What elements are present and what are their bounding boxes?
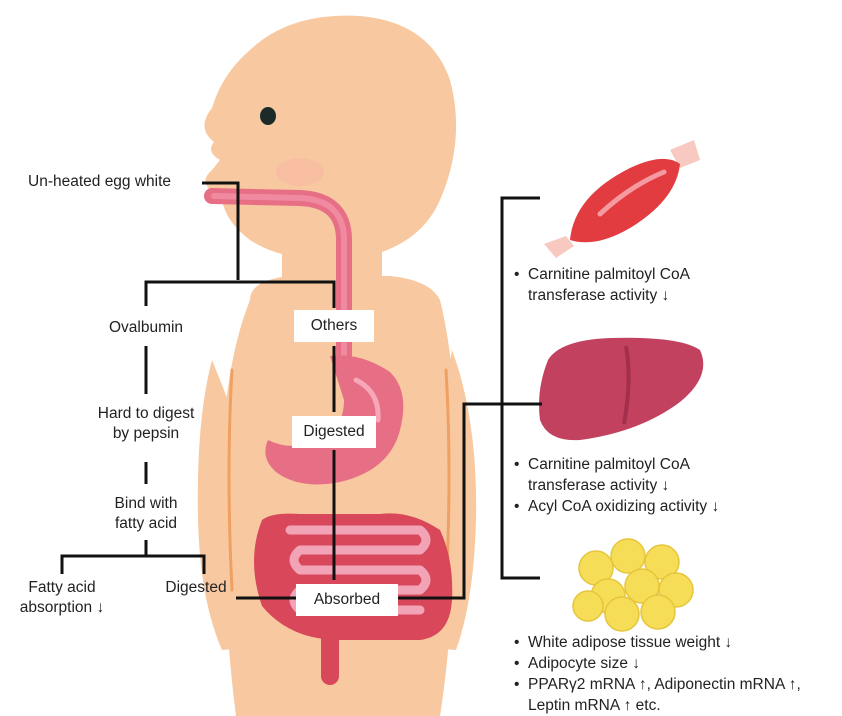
bullet: • xyxy=(514,632,528,653)
muscle-effect-1-cont: transferase activity ↓ xyxy=(514,285,690,306)
liver-illustration xyxy=(539,338,703,440)
ovalbumin-label: Ovalbumin xyxy=(86,318,206,338)
bind-line2: fatty acid xyxy=(80,514,212,534)
fatty-acid-line1: Fatty acid xyxy=(2,578,122,598)
adipose-effect-1-text: White adipose tissue weight ↓ xyxy=(528,634,732,651)
head xyxy=(204,16,456,260)
bullet: • xyxy=(514,496,528,517)
muscle-illustration xyxy=(544,140,700,258)
hard-to-digest-line2: by pepsin xyxy=(70,424,222,444)
adipose-effect-3: •PPARγ2 mRNA ↑, Adiponectin mRNA ↑, xyxy=(514,674,801,695)
adipose-effect-2-text: Adipocyte size ↓ xyxy=(528,655,640,672)
cheek xyxy=(276,158,324,186)
adipose-effect-2: •Adipocyte size ↓ xyxy=(514,653,801,674)
liver-effect-2: •Acyl CoA oxidizing activity ↓ xyxy=(514,496,719,517)
adipose-effect-1: •White adipose tissue weight ↓ xyxy=(514,632,801,653)
liver-effect-2-text: Acyl CoA oxidizing activity ↓ xyxy=(528,498,719,515)
bind-fatty-acid-label: Bind with fatty acid xyxy=(80,494,212,534)
adipose-illustration xyxy=(573,539,693,631)
fat-cell xyxy=(573,591,603,621)
liver-effect-1: •Carnitine palmitoyl CoA xyxy=(514,454,719,475)
liver-effect-1-text: Carnitine palmitoyl CoA xyxy=(528,456,690,473)
muscle-effect-1: •Carnitine palmitoyl CoA xyxy=(514,264,690,285)
bind-line1: Bind with xyxy=(80,494,212,514)
liver-effects: •Carnitine palmitoyl CoA transferase act… xyxy=(514,454,719,517)
others-box: Others xyxy=(294,310,374,342)
digested-left-label: Digested xyxy=(146,578,246,598)
liver-body xyxy=(539,338,703,440)
fat-cell xyxy=(641,595,675,629)
liver-effect-1-cont: transferase activity ↓ xyxy=(514,475,719,496)
fatty-acid-line2: absorption ↓ xyxy=(2,598,122,618)
hard-to-digest-label: Hard to digest by pepsin xyxy=(70,404,222,444)
digested-center-box: Digested xyxy=(292,416,376,448)
bullet: • xyxy=(514,264,528,285)
hard-to-digest-line1: Hard to digest xyxy=(70,404,222,424)
fat-cell xyxy=(605,597,639,631)
bullet: • xyxy=(514,454,528,475)
egg-white-label: Un-heated egg white xyxy=(28,172,171,192)
line-fatty-digested xyxy=(62,556,204,574)
eye xyxy=(260,107,276,125)
fat-cell xyxy=(611,539,645,573)
adipose-effects: •White adipose tissue weight ↓ •Adipocyt… xyxy=(514,632,801,716)
adipose-effect-3-cont: Leptin mRNA ↑ etc. xyxy=(514,695,801,716)
muscle-effects: •Carnitine palmitoyl CoA transferase act… xyxy=(514,264,690,306)
adipose-effect-3-text: PPARγ2 mRNA ↑, Adiponectin mRNA ↑, xyxy=(528,676,801,693)
bullet: • xyxy=(514,653,528,674)
absorbed-box: Absorbed xyxy=(296,584,398,616)
muscle-effect-1-text: Carnitine palmitoyl CoA xyxy=(528,266,690,283)
line-organs-bracket xyxy=(502,198,540,578)
bullet: • xyxy=(514,674,528,695)
fatty-acid-absorption-label: Fatty acid absorption ↓ xyxy=(2,578,122,618)
muscle-tendon-bottom xyxy=(544,236,574,258)
